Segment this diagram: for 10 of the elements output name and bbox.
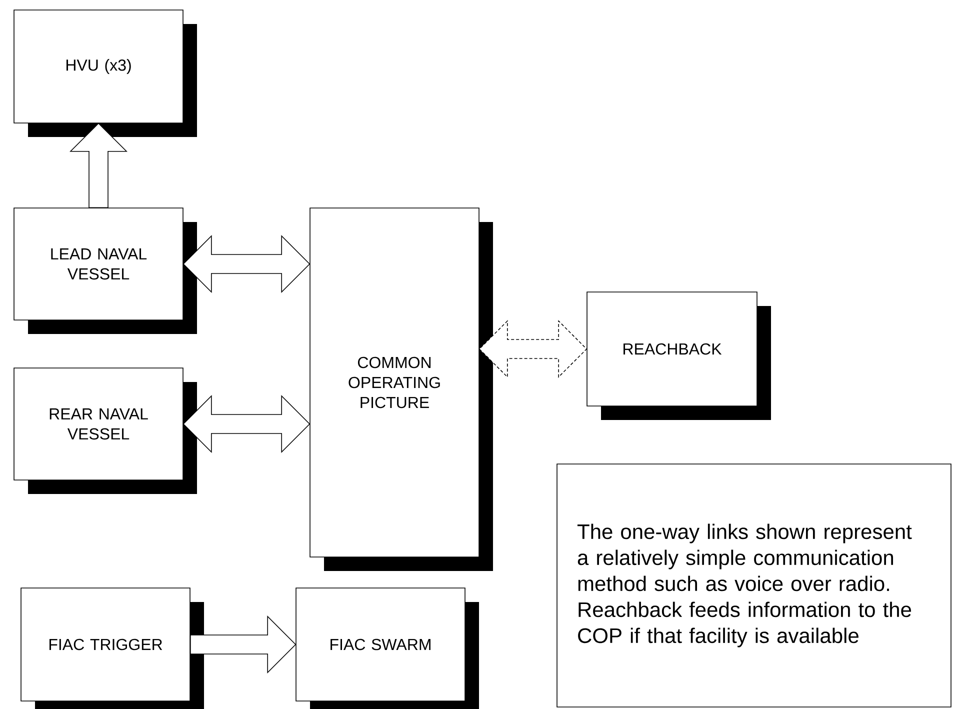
- process-box: HVU (x3): [14, 10, 197, 137]
- process-box: LEAD NAVAL VESSEL: [14, 208, 197, 334]
- process-box: FIAC TRIGGER: [20, 588, 204, 709]
- block-arrow: [70, 122, 128, 208]
- process-box: COMMON OPERATING PICTURE: [310, 208, 493, 571]
- note-box: The one-way links shown represent a relatively simple communication method such as voice over radio. Reachback feeds information to the COP if that facility is available: [556, 464, 952, 708]
- process-box: FIAC SWARM: [296, 588, 479, 709]
- process-box: REAR NAVAL VESSEL: [14, 368, 197, 494]
- block-arrow: [190, 616, 296, 674]
- process-box: REACHBACK: [586, 292, 771, 420]
